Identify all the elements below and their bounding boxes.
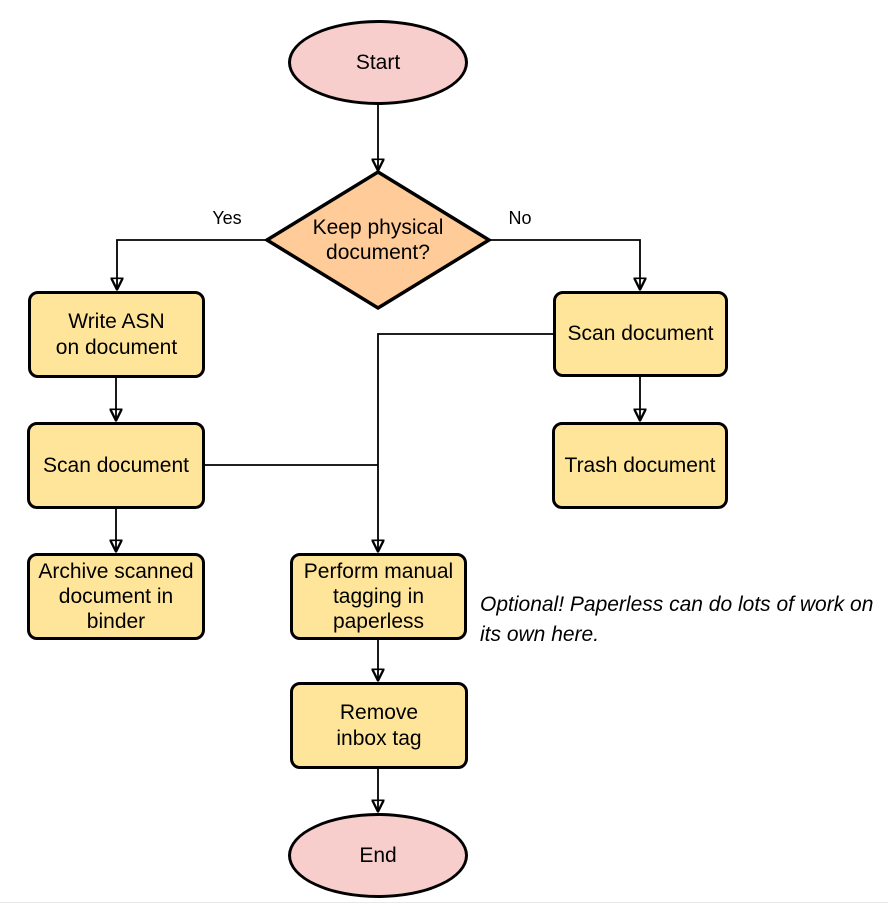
node-remove-inbox-tag-label: Remove inbox tag <box>336 701 422 750</box>
node-end: End <box>288 813 468 898</box>
edge-label-no: No <box>508 208 532 228</box>
node-scan-document-right-label: Scan document <box>567 322 714 346</box>
node-remove-inbox-tag: Remove inbox tag <box>290 682 468 769</box>
node-scan-document-right: Scan document <box>553 291 728 377</box>
optional-note: Optional! Paperless can do lots of work … <box>480 593 874 647</box>
node-trash-document: Trash document <box>552 422 728 509</box>
node-start-label: Start <box>355 50 401 74</box>
page-bottom-edge <box>0 902 888 903</box>
decision-diamond-shape <box>263 169 493 311</box>
edge-label-yes: Yes <box>212 208 242 228</box>
node-archive-document-label: Archive scanned document in binder <box>38 559 194 634</box>
node-manual-tagging: Perform manual tagging in paperless <box>290 553 467 640</box>
node-archive-document: Archive scanned document in binder <box>27 553 205 640</box>
node-decision: Keep physical document? <box>272 180 484 300</box>
node-scan-document-left-label: Scan document <box>43 453 189 477</box>
node-decision-label: Keep physical document? <box>312 215 444 264</box>
node-write-asn: Write ASN on document <box>28 291 205 378</box>
node-trash-document-label: Trash document <box>564 453 716 477</box>
edge-scan-right-to-tagging <box>378 333 553 551</box>
edge-decision-no-to-scan-right <box>489 239 640 289</box>
node-end-label: End <box>359 843 397 867</box>
node-scan-document-left: Scan document <box>27 422 205 509</box>
node-start: Start <box>288 20 468 105</box>
node-write-asn-label: Write ASN on document <box>55 310 178 359</box>
edge-decision-yes-to-write-asn <box>117 239 267 289</box>
node-manual-tagging-label: Perform manual tagging in paperless <box>303 559 454 634</box>
